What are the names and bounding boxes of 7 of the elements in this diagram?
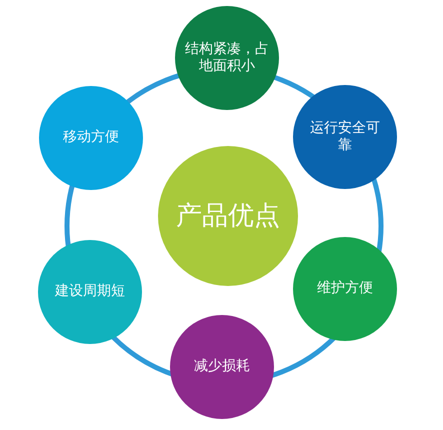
circle-label: 建设周期短 (54, 283, 126, 301)
circle-label: 移动方便 (62, 129, 120, 147)
circle-label: 结构紧凑，占地面积小 (185, 40, 269, 76)
circle-label: 产品优点 (175, 200, 281, 232)
circle-label: 维护方便 (316, 280, 374, 298)
circle-label: 运行安全可靠 (309, 120, 381, 154)
circle-label: 减少损耗 (193, 358, 251, 376)
